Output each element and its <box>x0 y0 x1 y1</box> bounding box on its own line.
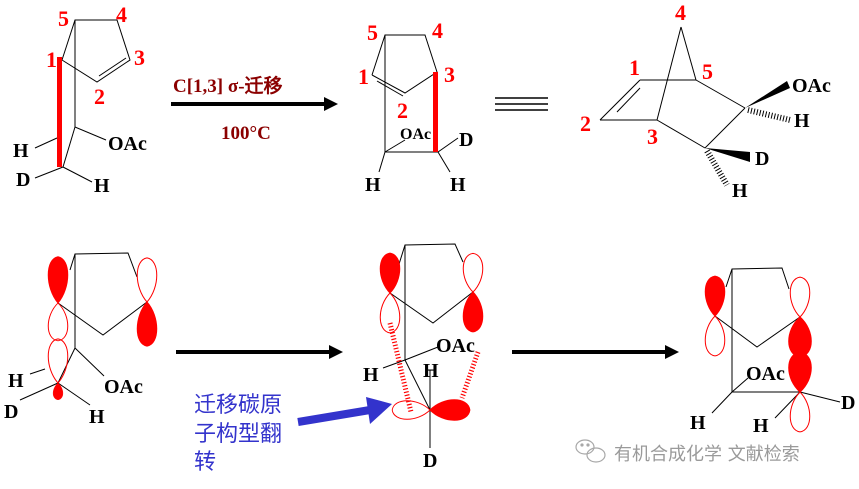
oac-label: OAc <box>108 133 147 155</box>
hash-bond <box>704 149 730 187</box>
reactant-structure: 5 4 3 2 1 OAc H D H <box>13 2 147 197</box>
hash-bond <box>747 107 791 123</box>
atom-number-3: 3 <box>444 62 455 87</box>
orbital-overlap-dashed <box>387 322 414 413</box>
h-label: H <box>423 360 439 382</box>
orbital-transition-state: OAc H H D <box>363 243 484 472</box>
new-bond-highlight <box>433 72 438 152</box>
temperature-label: 100°C <box>221 123 271 144</box>
inversion-annotation: 迁移碳原 子构型翻 转 <box>194 393 392 475</box>
atom-number-4: 4 <box>116 2 127 27</box>
atom-number-2: 2 <box>94 84 105 109</box>
h-label: H <box>363 364 379 386</box>
orbital-lobe-empty <box>47 302 69 342</box>
reaction-condition-label: C[1,3] σ-迁移 <box>173 74 283 97</box>
orbital-lobe-empty <box>789 391 811 433</box>
atom-number-5: 5 <box>702 59 713 84</box>
d-label: D <box>16 169 30 191</box>
oac-label: OAc <box>436 335 475 357</box>
d-label: D <box>459 129 473 151</box>
atom-number-2: 2 <box>580 111 591 136</box>
orbital-lobe-empty <box>136 257 158 303</box>
atom-number-4: 4 <box>432 18 443 43</box>
atom-number-1: 1 <box>46 47 57 72</box>
equivalence-sign <box>495 97 548 111</box>
atom-number-3: 3 <box>647 124 658 149</box>
h-label: H <box>732 180 748 202</box>
h-label: H <box>753 415 769 437</box>
orbital-lobe-empty <box>462 252 484 293</box>
h-label: H <box>365 174 381 196</box>
annotation-arrow <box>297 406 371 426</box>
reaction-arrow: C[1,3] σ-迁移 100°C <box>171 74 338 144</box>
annotation-line: 转 <box>194 450 216 475</box>
h-label: H <box>690 412 706 434</box>
h-label: H <box>89 406 105 428</box>
oac-label: OAc <box>104 376 143 398</box>
h-label: H <box>8 370 24 392</box>
annotation-line: 子构型翻 <box>194 422 282 447</box>
h-label: H <box>13 140 29 162</box>
h-label: H <box>794 110 810 132</box>
watermark: 有机合成化学 文献检索 <box>575 439 800 465</box>
h-label: H <box>450 174 466 196</box>
atom-number-1: 1 <box>358 64 369 89</box>
d-label: D <box>423 450 437 472</box>
orbital-lobe-filled <box>379 252 401 294</box>
atom-number-3: 3 <box>134 45 145 70</box>
atom-number-4: 4 <box>675 0 686 25</box>
orbital-product: OAc H H D <box>690 267 855 437</box>
reaction-arrow <box>176 345 343 359</box>
orbital-lobe-filled <box>136 301 158 347</box>
orbital-reactant: H D H OAc <box>4 252 158 428</box>
orbital-lobe-empty <box>47 338 69 384</box>
migrating-bond-highlight <box>57 57 62 167</box>
reaction-arrow <box>512 345 679 359</box>
atom-number-5: 5 <box>367 20 378 45</box>
orbital-lobe-empty <box>789 276 811 318</box>
orbital-lobe-filled <box>462 291 484 333</box>
orbital-lobe-filled <box>429 399 471 421</box>
oac-label: OAc <box>746 363 785 385</box>
annotation-arrow-head <box>366 397 392 424</box>
d-label: D <box>841 392 855 414</box>
orbital-lobe-filled <box>47 256 69 304</box>
watermark-text: 有机合成化学 文献检索 <box>614 444 800 465</box>
orbital-lobe-filled <box>788 351 812 393</box>
wedge-bond <box>705 148 750 162</box>
annotation-line: 迁移碳原 <box>194 393 282 418</box>
product-bicyclic-structure: 4 1 5 2 3 OAc H D H <box>580 0 831 202</box>
orbital-lobe-empty <box>704 315 726 357</box>
atom-number-1: 1 <box>629 55 640 80</box>
product-flat-structure: 5 4 3 1 2 OAc D H H <box>358 18 473 196</box>
wechat-icon <box>575 439 606 463</box>
oac-label: OAc <box>792 75 831 97</box>
d-label: D <box>755 148 769 170</box>
wedge-bond <box>745 81 790 108</box>
atom-number-2: 2 <box>397 98 408 123</box>
d-label: D <box>4 401 18 423</box>
orbital-overlap-dashed <box>459 351 481 399</box>
oac-label: OAc <box>400 126 431 143</box>
orbital-lobe-filled <box>704 275 726 317</box>
h-label: H <box>94 175 110 197</box>
atom-number-5: 5 <box>58 6 69 31</box>
